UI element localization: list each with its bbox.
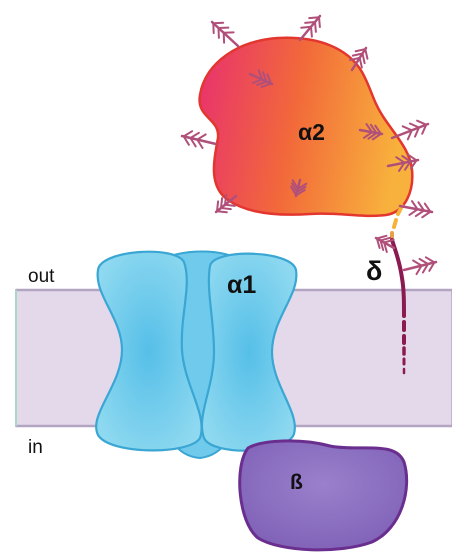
glycan-branch bbox=[381, 238, 391, 241]
label-delta: δ bbox=[366, 256, 382, 286]
glycan-branch bbox=[221, 198, 222, 208]
glycan-branch bbox=[225, 195, 226, 205]
glycan-branch bbox=[315, 22, 316, 32]
glycan-branch bbox=[309, 17, 319, 18]
glycan-branch bbox=[311, 27, 312, 37]
glycan-branch bbox=[409, 209, 417, 215]
label-inside: in bbox=[28, 437, 43, 458]
glycan-branch bbox=[416, 211, 424, 217]
glycan-branch bbox=[417, 121, 426, 125]
glycan-branch bbox=[319, 17, 320, 27]
label-outside: out bbox=[28, 266, 55, 287]
label-alpha2: α2 bbox=[298, 119, 325, 145]
glycan-branch bbox=[197, 134, 205, 139]
glycan-branch bbox=[305, 22, 315, 23]
glycan-branch bbox=[365, 49, 367, 59]
glycan-branch bbox=[217, 211, 227, 212]
alpha1-subunit bbox=[96, 252, 296, 459]
glycan-branch bbox=[413, 261, 421, 266]
glycan-branch bbox=[221, 208, 231, 209]
glycan-branch bbox=[301, 27, 311, 28]
glycan-branch bbox=[184, 131, 192, 136]
label-beta: ß bbox=[290, 471, 303, 494]
beta-subunit bbox=[240, 441, 407, 550]
glycan-branch bbox=[191, 133, 199, 138]
glycan-branch bbox=[363, 54, 365, 64]
glycan-branch bbox=[225, 205, 235, 206]
glycan-branch bbox=[426, 257, 434, 262]
glycan-branch bbox=[420, 259, 428, 264]
glycan-branch bbox=[410, 124, 419, 128]
glycan-branch bbox=[377, 236, 387, 239]
label-alpha1: α1 bbox=[227, 271, 256, 299]
glycan-branch bbox=[217, 201, 218, 211]
glycan-branch bbox=[422, 212, 430, 218]
glycan-branch bbox=[403, 126, 412, 130]
glycan-branch bbox=[360, 58, 362, 68]
